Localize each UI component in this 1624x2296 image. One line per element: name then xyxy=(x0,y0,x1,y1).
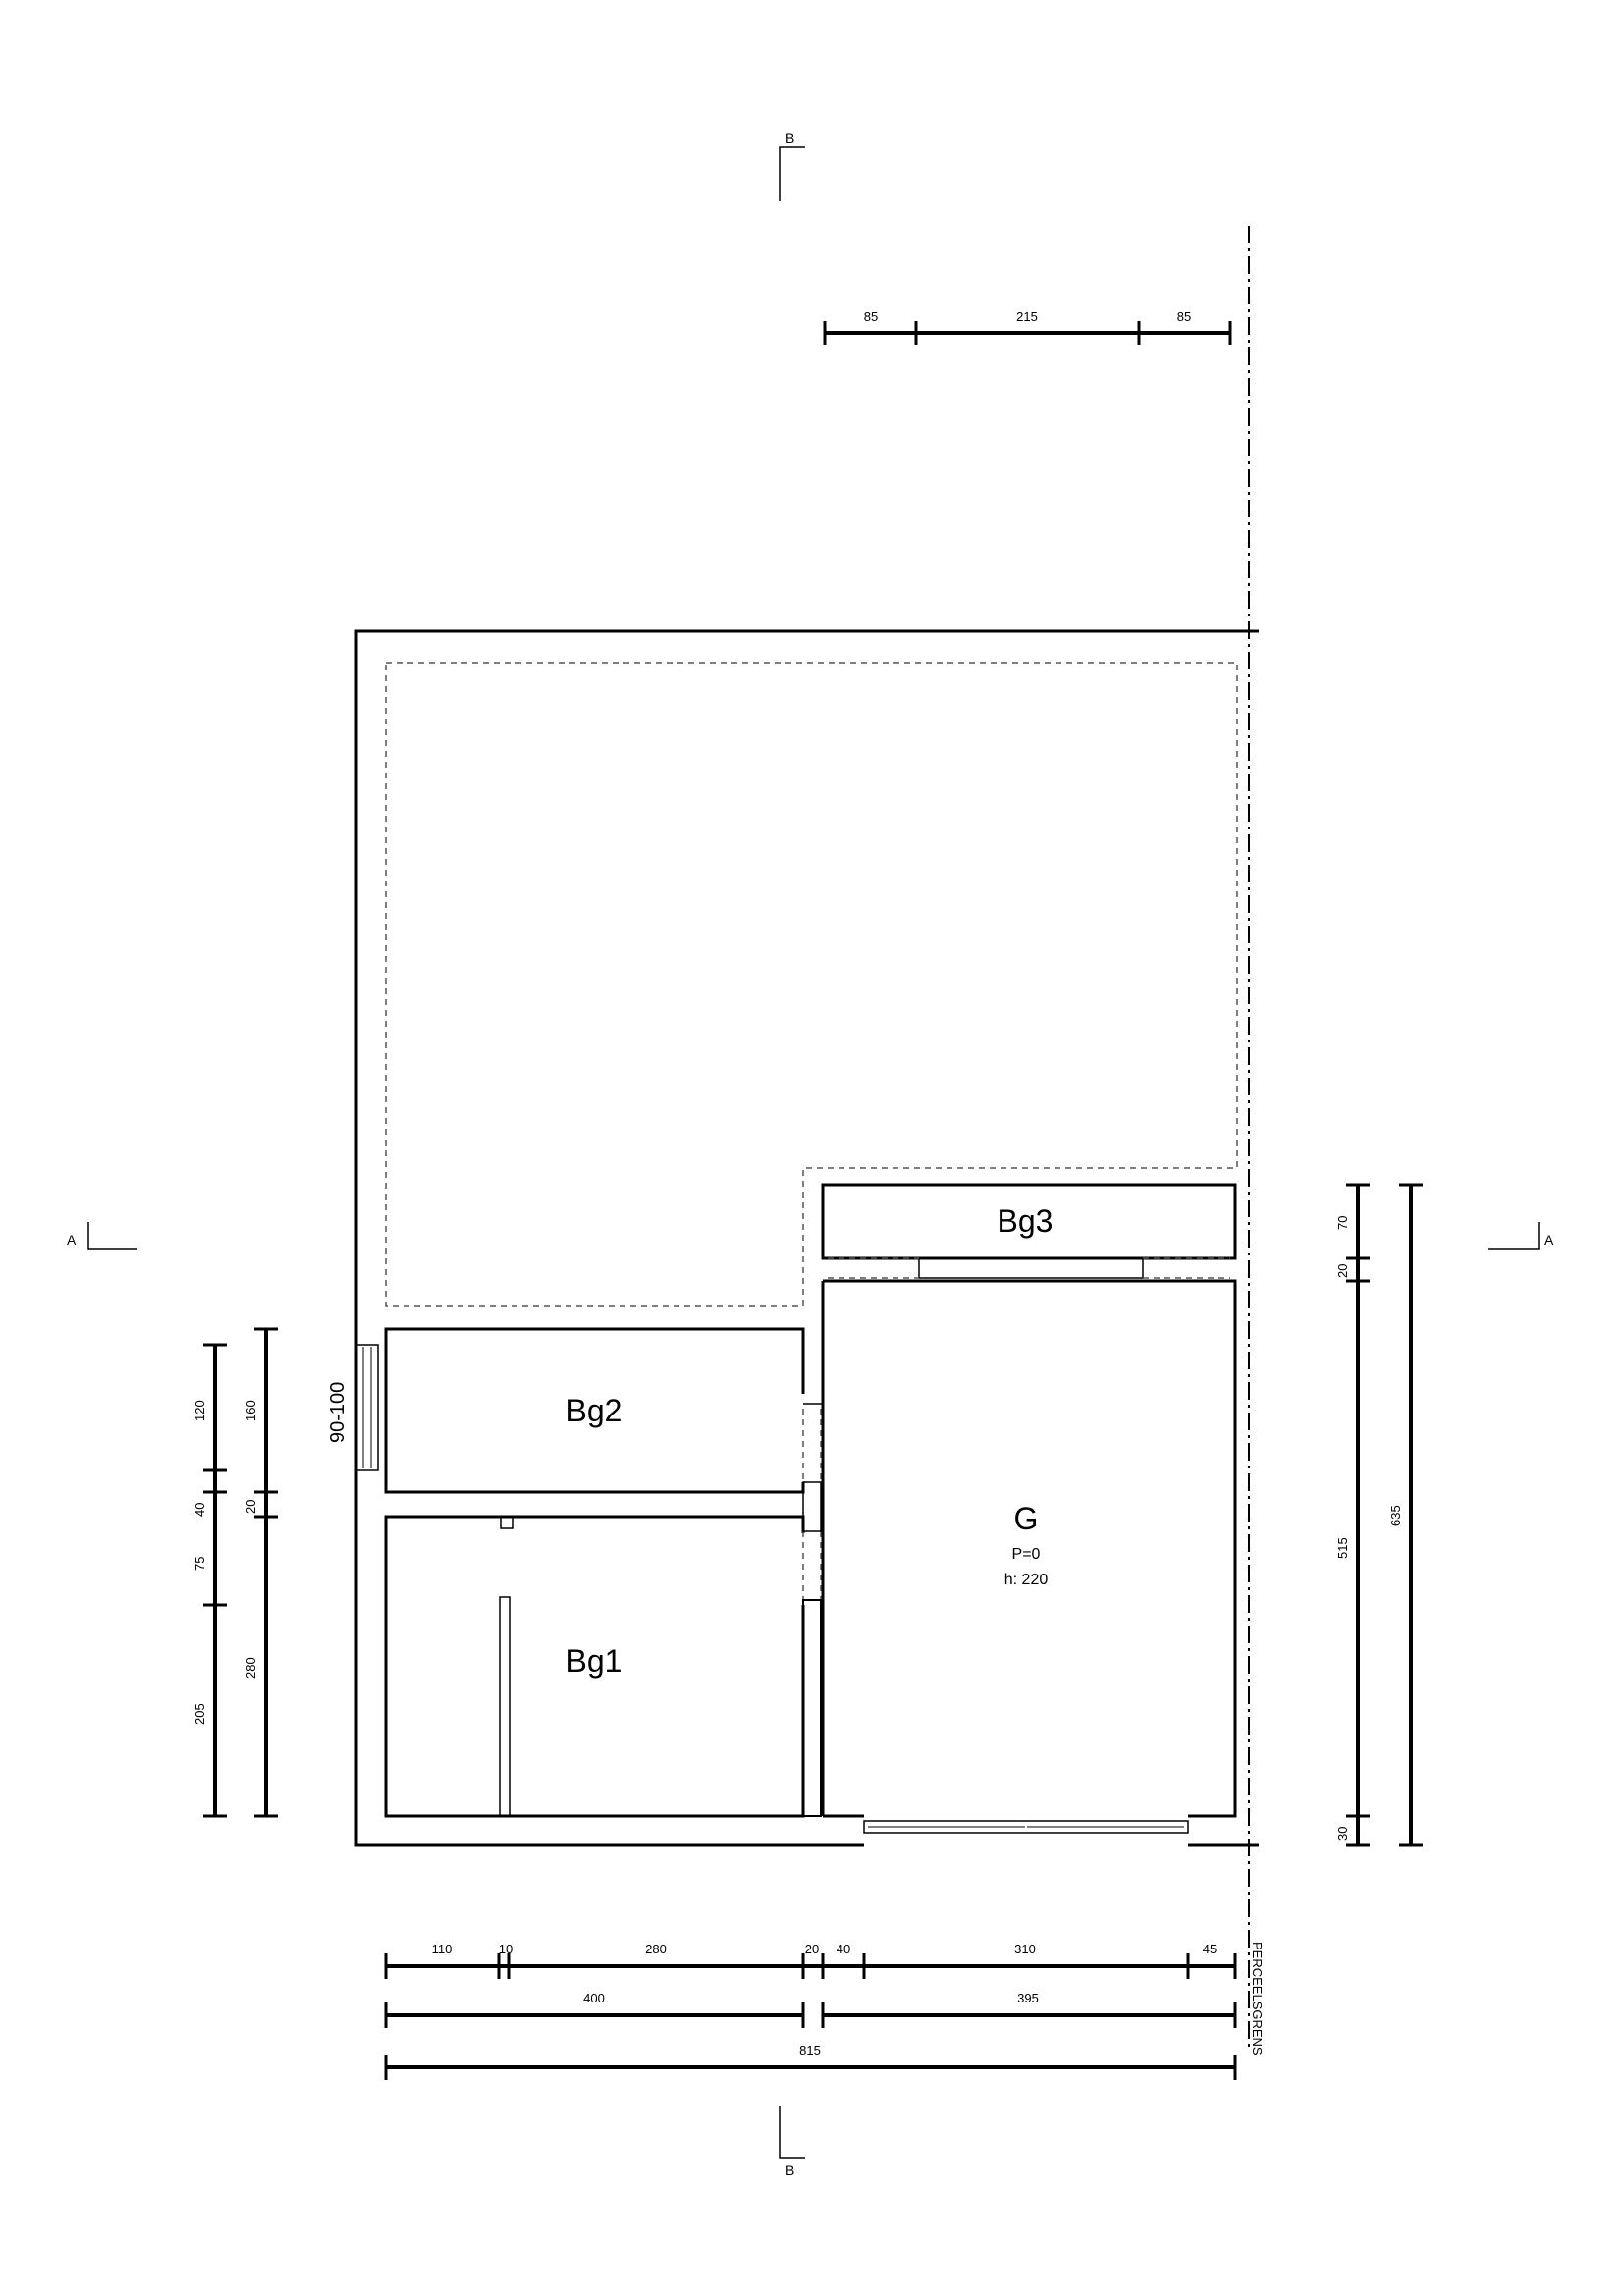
dim-bottom1-6: 310 xyxy=(1014,1942,1036,1956)
room-label-bg1: Bg1 xyxy=(567,1643,623,1679)
dim-left-outer-2: 20 xyxy=(244,1500,258,1514)
dimension-chain-top: 85 215 85 xyxy=(823,309,1232,345)
dim-bottom1-2: 10 xyxy=(499,1942,513,1956)
dimension-chain-bottom-2: 400 395 xyxy=(384,1991,1237,2028)
dim-right-inner-1: 70 xyxy=(1335,1216,1350,1230)
door-openings xyxy=(802,1409,822,1817)
dim-left-outer-1: 160 xyxy=(244,1400,258,1421)
garage-door xyxy=(863,1820,1189,1834)
section-label-b-bottom: B xyxy=(785,2163,794,2178)
section-label-b-top: B xyxy=(785,131,794,146)
section-mark-a-right: A xyxy=(1488,1222,1554,1250)
dim-bottom1-1: 110 xyxy=(432,1942,453,1956)
room-g-walls xyxy=(823,1279,1237,1818)
window-label: 90-100 xyxy=(327,1382,349,1443)
dimension-chain-left-outer: 160 20 280 xyxy=(244,1327,278,1818)
outer-walls xyxy=(354,629,1259,1847)
dim-left-inner-3: 75 xyxy=(192,1557,207,1571)
dim-top-2: 215 xyxy=(1016,309,1038,324)
room-label-bg2: Bg2 xyxy=(567,1393,623,1428)
dim-right-outer-1: 635 xyxy=(1388,1505,1403,1526)
bg1-partition xyxy=(499,1596,511,1817)
dim-top-1: 85 xyxy=(864,309,878,324)
dim-left-inner-4: 205 xyxy=(192,1703,207,1725)
dim-left-inner-2: 40 xyxy=(192,1503,207,1517)
dimension-chain-bottom-1: 110 10 280 20 40 310 45 xyxy=(384,1942,1237,1979)
dimension-chain-left-inner: 120 40 75 205 xyxy=(192,1343,227,1818)
section-mark-a-left: A xyxy=(67,1222,137,1250)
dim-bottom1-3: 280 xyxy=(645,1942,667,1956)
dimension-chain-bottom-3: 815 xyxy=(384,2043,1237,2080)
section-mark-b-bottom: B xyxy=(779,2106,805,2178)
room-bg3-walls xyxy=(821,1183,1237,1279)
dim-right-inner-4: 30 xyxy=(1335,1827,1350,1841)
section-mark-b-top: B xyxy=(779,131,805,201)
boundary-label: PERCEELSGRENS xyxy=(1250,1942,1265,2056)
dim-top-3: 85 xyxy=(1177,309,1191,324)
dim-bottom2-1: 400 xyxy=(583,1991,605,2005)
dim-bottom2-2: 395 xyxy=(1017,1991,1039,2005)
dim-right-inner-3: 515 xyxy=(1335,1537,1350,1559)
dim-bottom1-5: 40 xyxy=(837,1942,850,1956)
room-g-p-label: P=0 xyxy=(1012,1546,1041,1563)
dim-left-inner-1: 120 xyxy=(192,1400,207,1421)
dim-left-outer-3: 280 xyxy=(244,1657,258,1679)
dimension-chain-right-outer: 635 xyxy=(1388,1183,1423,1847)
dashed-outline xyxy=(385,662,1238,1307)
dim-bottom1-7: 45 xyxy=(1203,1942,1217,1956)
dim-bottom3-1: 815 xyxy=(799,2043,821,2057)
bg1-small-post xyxy=(500,1516,514,1529)
window-left xyxy=(355,1344,379,1471)
room-g-h-label: h: 220 xyxy=(1004,1572,1049,1588)
room-label-bg3: Bg3 xyxy=(998,1203,1054,1239)
dim-right-inner-2: 20 xyxy=(1335,1264,1350,1278)
dim-bottom1-4: 20 xyxy=(805,1942,819,1956)
section-label-a-right: A xyxy=(1544,1232,1554,1248)
dimension-chain-right-inner: 70 20 515 30 xyxy=(1335,1183,1370,1847)
section-label-a-left: A xyxy=(67,1232,77,1248)
room-label-g: G xyxy=(1014,1501,1039,1536)
